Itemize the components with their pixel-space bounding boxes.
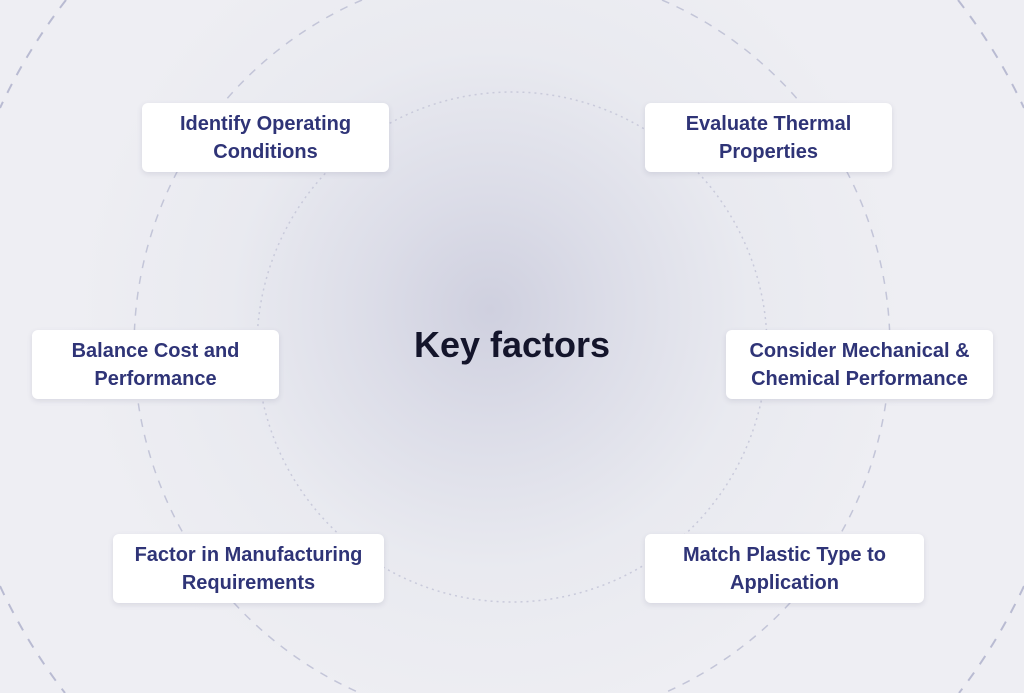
outer-ring-top-left-arc	[0, 0, 67, 109]
outer-ring-top-right-arc	[957, 0, 1024, 109]
outer-ring-bottom-right-arc	[958, 585, 1024, 693]
factor-match-plastic-type: Match Plastic Type to Application	[645, 534, 924, 603]
factor-evaluate-thermal-properties: Evaluate Thermal Properties	[645, 103, 892, 172]
factor-manufacturing-requirements: Factor in Manufacturing Requirements	[113, 534, 384, 603]
factor-balance-cost-performance: Balance Cost and Performance	[32, 330, 279, 399]
factor-mechanical-chemical-performance: Consider Mechanical & Chemical Performan…	[726, 330, 993, 399]
outer-ring-bottom-left-arc	[0, 585, 66, 693]
center-title: Key factors	[413, 324, 611, 365]
factor-identify-operating-conditions: Identify Operating Conditions	[142, 103, 389, 172]
